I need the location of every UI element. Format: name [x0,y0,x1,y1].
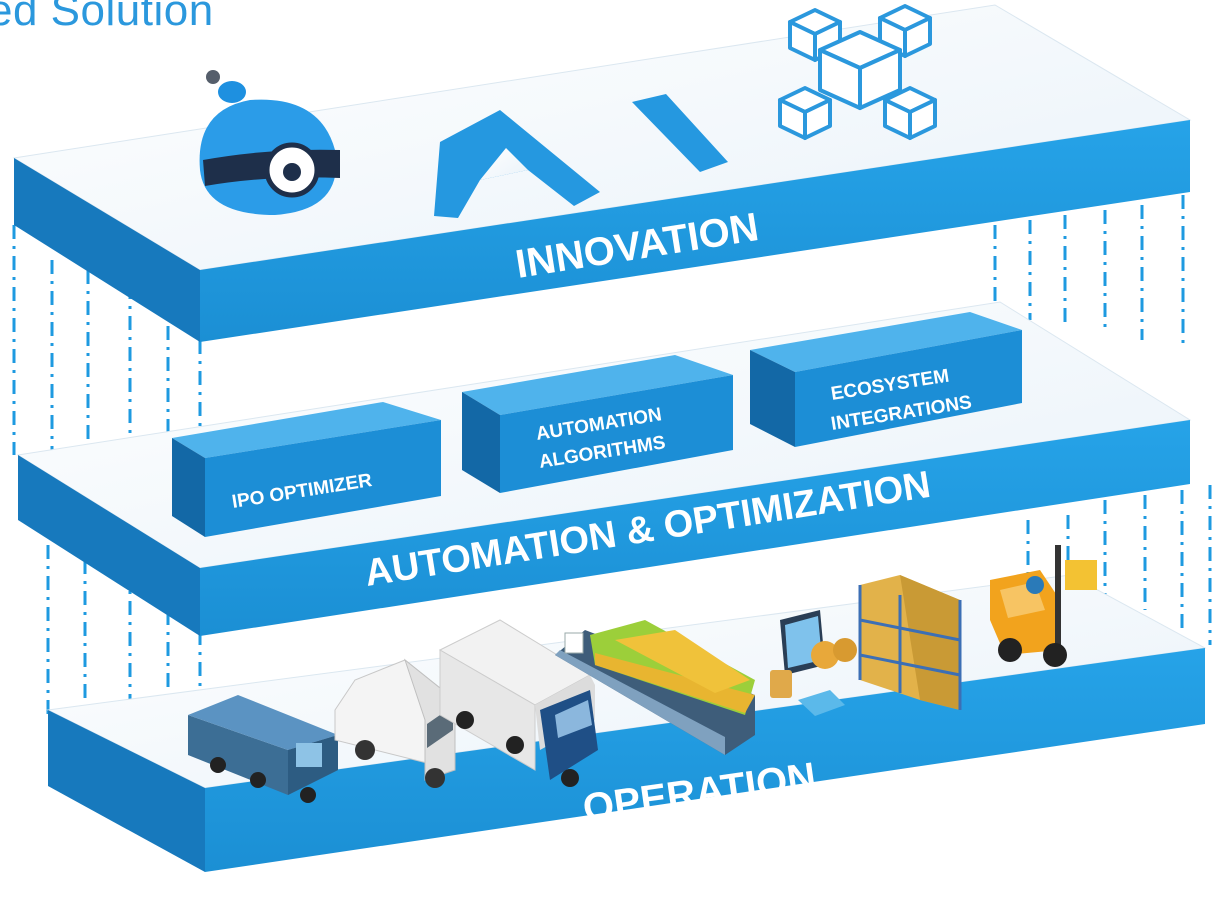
van-icon [334,658,456,788]
automation-left-face [18,455,200,636]
ai-logo: AI [434,94,728,218]
module-ecosystem-integrations: ECOSYSTEM INTEGRATIONS [750,312,1022,447]
warehouse-racks-icon [858,575,962,710]
container-ship-icon [555,620,755,755]
module-ipo-optimizer: IPO OPTIMIZER [172,402,441,537]
locomotive-icon [188,695,338,803]
connector-lines [12,195,1212,790]
robot-mascot-icon [199,70,340,215]
innovation-layer: INNOVATION AI [12,4,1192,342]
forklift-icon [990,545,1097,667]
page-title: ed Solution [0,0,214,35]
blockchain-cubes-icon [778,4,937,140]
automation-front-face [200,420,1190,636]
payment-terminal-icon [770,610,857,716]
operation-left-face [48,710,205,872]
operation-layer: OPERATION [46,545,1207,872]
innovation-left-face [14,158,200,342]
truck-icon [438,619,598,787]
module-automation-algorithms: AUTOMATION ALGORITHMS [462,355,733,493]
innovation-front-face [200,120,1190,342]
